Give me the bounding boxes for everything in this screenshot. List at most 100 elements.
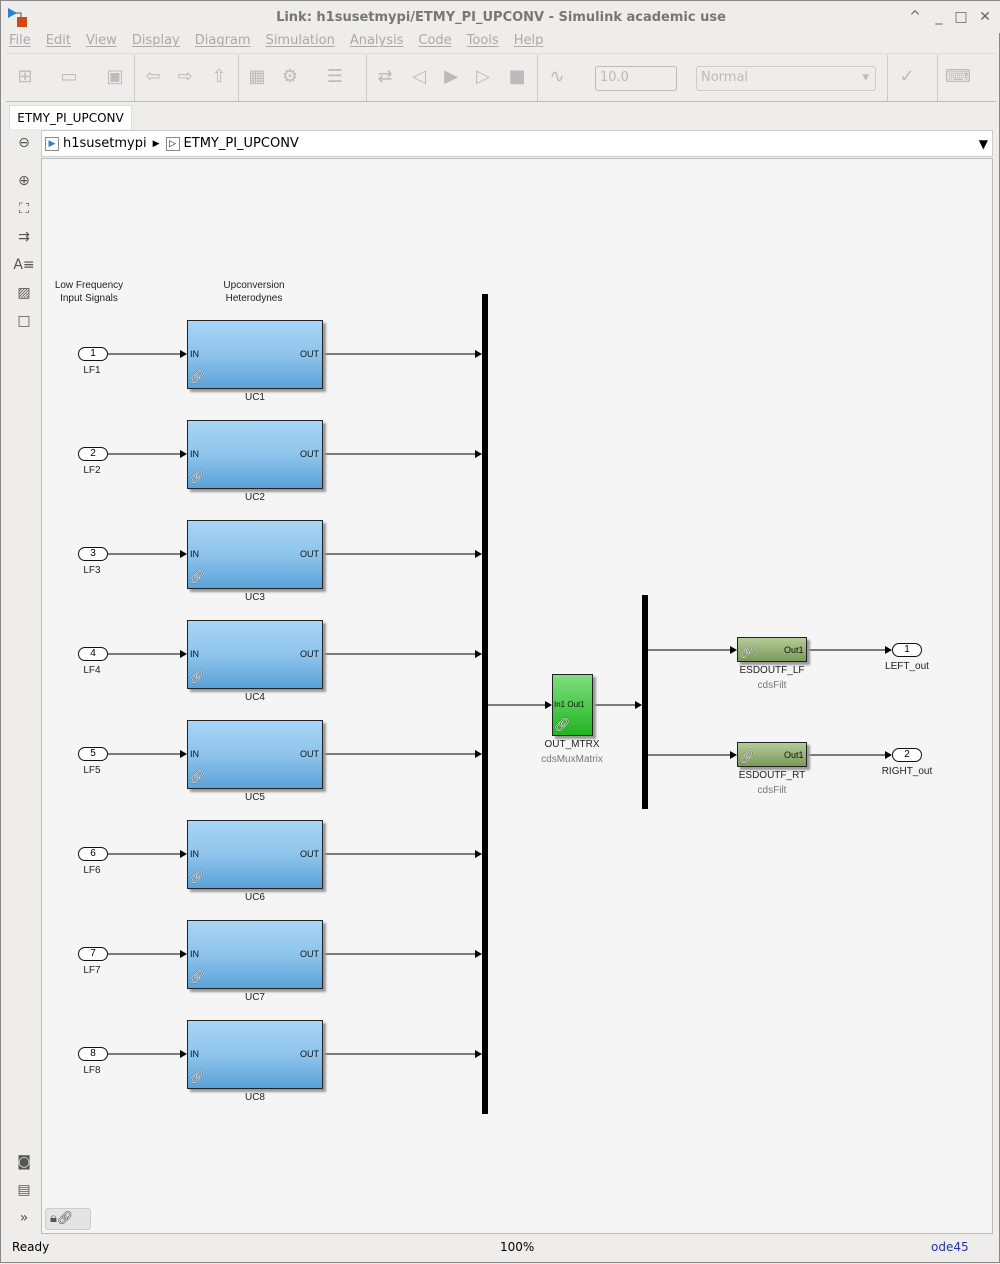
image-icon[interactable]: ▨	[17, 285, 31, 301]
inport-4[interactable]: 4	[78, 647, 108, 661]
run-icon[interactable]: ▶	[444, 66, 458, 87]
filter-name: ESDOUTF_LF	[739, 665, 805, 676]
menu-display[interactable]: Display	[131, 33, 180, 48]
simulation-mode-select[interactable]: Normal▾	[696, 66, 876, 91]
filter-block-lf[interactable]	[737, 637, 807, 662]
library-link-icon: 🔗︎	[189, 570, 206, 585]
library-link-icon: 🔗︎	[189, 870, 206, 885]
minimize-button[interactable]: _	[935, 9, 943, 25]
arrowhead	[635, 701, 642, 709]
fit-to-view-icon[interactable]: ⛶	[19, 201, 29, 217]
out-port-label: OUT	[300, 749, 319, 759]
open-folder-icon[interactable]: ▭	[60, 66, 78, 87]
up-arrow-icon[interactable]: ⇧	[211, 66, 227, 87]
inport-8[interactable]: 8	[78, 1047, 108, 1061]
menu-edit[interactable]: Edit	[45, 33, 71, 48]
shade-button[interactable]: ^	[909, 9, 921, 25]
inport-5[interactable]: 5	[78, 747, 108, 761]
forward-arrow-icon[interactable]: ⇨	[177, 66, 193, 87]
zoom-in-icon[interactable]: ⊕	[18, 173, 30, 189]
scope-icon[interactable]: ∿	[549, 66, 565, 87]
subsystem-uc6[interactable]	[187, 820, 323, 889]
stop-time-input[interactable]: 10.0	[595, 66, 677, 91]
save-icon[interactable]: ▣	[106, 66, 124, 87]
tab-etmy-pi-upconv[interactable]: ETMY_PI_UPCONV	[9, 105, 132, 129]
arrowhead	[180, 650, 187, 658]
model-explorer-icon[interactable]: ☰	[326, 66, 344, 87]
model-icon: ▶	[45, 136, 59, 151]
outport-label: RIGHT_out	[881, 766, 933, 777]
inport-7[interactable]: 7	[78, 947, 108, 961]
in-port-label: IN	[190, 349, 199, 359]
mux-lib: cdsMuxMatrix	[541, 754, 603, 765]
maximize-button[interactable]: □	[954, 9, 968, 25]
gear-icon[interactable]: ⚙	[281, 66, 299, 87]
menu-diagram[interactable]: Diagram	[194, 33, 251, 48]
new-model-icon[interactable]: ⊞	[17, 66, 33, 87]
annotation-upconversion: Upconversion Heterodynes	[223, 280, 285, 304]
stop-icon[interactable]: ■	[508, 66, 526, 87]
link-lock-indicator[interactable]: 🔒︎🔗︎	[45, 1208, 91, 1230]
update-model-icon[interactable]: ⇄	[377, 66, 393, 87]
step-back-icon[interactable]: ◁	[412, 66, 426, 87]
chevron-down-icon[interactable]: ▼	[978, 136, 988, 151]
outport-1[interactable]: 1	[892, 643, 922, 657]
back-arrow-icon[interactable]: ⇦	[145, 66, 161, 87]
arrowhead	[180, 850, 187, 858]
subsystem-uc2[interactable]	[187, 420, 323, 489]
inport-2[interactable]: 2	[78, 447, 108, 461]
menu-code[interactable]: Code	[418, 33, 452, 48]
bus-creator[interactable]	[482, 294, 488, 1114]
breadcrumb: ▶ h1susetmypi ▶ ▷ ETMY_PI_UPCONV ▼	[41, 130, 993, 157]
inport-label: LF4	[83, 665, 101, 676]
filter-name: ESDOUTF_RT	[738, 770, 806, 781]
solver-link[interactable]: ode45	[931, 1240, 969, 1254]
area-icon[interactable]: □	[17, 313, 31, 329]
subsystem-uc8[interactable]	[187, 1020, 323, 1089]
subsystem-uc3[interactable]	[187, 520, 323, 589]
subsystem-uc1[interactable]	[187, 320, 323, 389]
library-link-icon: 🔗︎	[189, 970, 206, 985]
menu-file[interactable]: File	[9, 33, 31, 48]
camera-icon[interactable]: ◙	[17, 1154, 31, 1170]
annotation-icon[interactable]: A≡	[13, 257, 35, 273]
inport-6[interactable]: 6	[78, 847, 108, 861]
menu-analysis[interactable]: Analysis	[349, 33, 404, 48]
arrowhead	[180, 750, 187, 758]
model-advisor-check-icon[interactable]: ✓	[899, 66, 915, 87]
subsystem-icon: ▷	[165, 136, 180, 151]
inport-3[interactable]: 3	[78, 547, 108, 561]
block-name: UC3	[244, 592, 265, 603]
build-icon[interactable]: ⌨	[945, 66, 971, 87]
library-link-icon: 🔗︎	[189, 1070, 206, 1085]
outport-2[interactable]: 2	[892, 748, 922, 762]
arrowhead	[475, 950, 482, 958]
subsystem-uc5[interactable]	[187, 720, 323, 789]
breadcrumb-root[interactable]: h1susetmypi	[63, 136, 147, 151]
mux-block-out-mtrx[interactable]	[552, 674, 593, 736]
hide-browser-icon[interactable]: ⊖	[18, 135, 30, 151]
block-name: UC4	[244, 692, 265, 703]
toolbar-divider	[366, 55, 367, 101]
inport-1[interactable]: 1	[78, 347, 108, 361]
status-bar: Ready 100% ode45	[1, 1237, 1000, 1259]
simulink-app-icon	[8, 8, 27, 27]
library-link-icon: 🔗︎	[189, 770, 206, 785]
expand-chevron-icon[interactable]: »	[19, 1210, 29, 1226]
filter-block-rt[interactable]	[737, 742, 807, 767]
breadcrumb-child[interactable]: ETMY_PI_UPCONV	[183, 136, 299, 151]
subsystem-uc4[interactable]	[187, 620, 323, 689]
menu-view[interactable]: View	[85, 33, 117, 48]
model-browser-icon[interactable]: ▤	[17, 1182, 31, 1198]
menu-simulation[interactable]: Simulation	[265, 33, 335, 48]
bus-selector[interactable]	[642, 595, 648, 809]
arrow-direction-icon[interactable]: ⇉	[18, 229, 30, 245]
title-bar: Link: h1susetmypi/ETMY_PI_UPCONV - Simul…	[1, 1, 1000, 33]
step-forward-icon[interactable]: ▷	[476, 66, 490, 87]
menu-help[interactable]: Help	[513, 33, 544, 48]
menu-tools[interactable]: Tools	[466, 33, 499, 48]
library-browser-icon[interactable]: ▦	[248, 66, 266, 87]
subsystem-uc7[interactable]	[187, 920, 323, 989]
filter-lib: cdsFilt	[757, 680, 787, 691]
close-button[interactable]: ✕	[979, 9, 991, 25]
